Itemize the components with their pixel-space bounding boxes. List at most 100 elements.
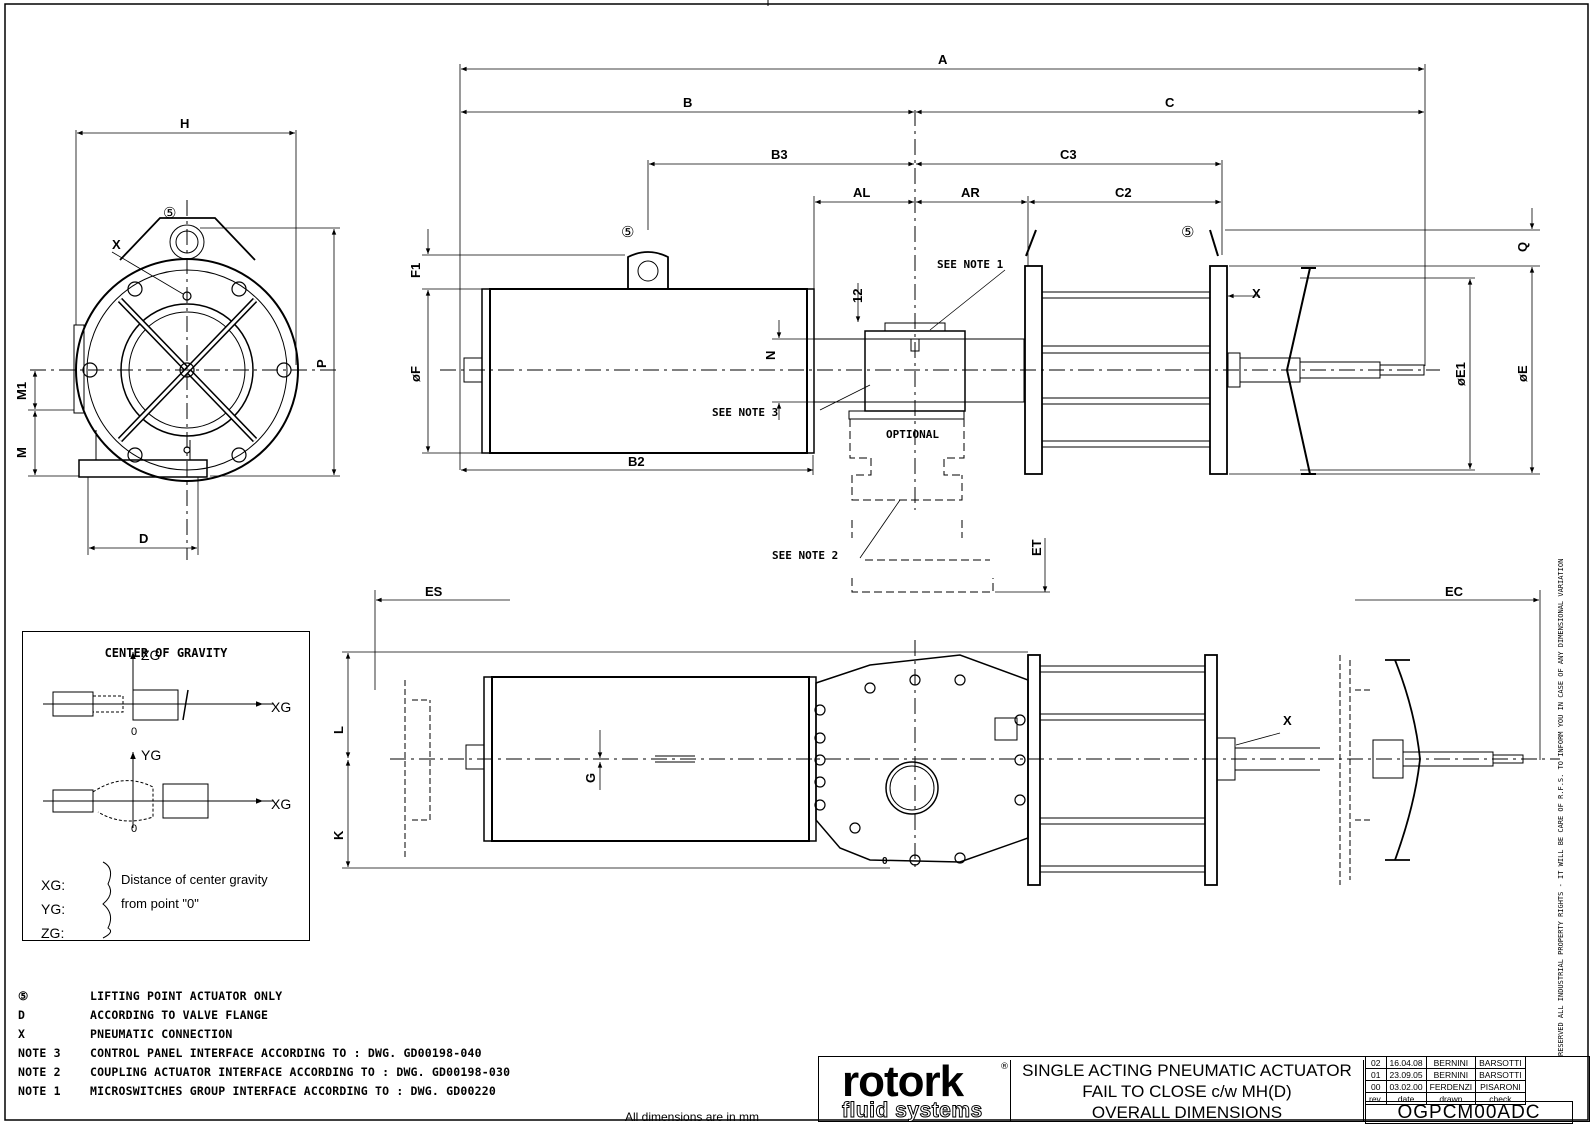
revision-row: 02 16.04.08 BERNINI BARSOTTI [1365,1056,1526,1069]
side-view [422,64,1540,593]
rev-cell: 01 [1365,1068,1387,1081]
logo-registered-mark: ® [1000,1062,1009,1072]
dim-e1: øE1 [1453,362,1468,386]
dim-al: AL [853,185,870,200]
title-line-3: OVERALL DIMENSIONS [1091,1103,1283,1122]
legend-text: MICROSWITCHES GROUP INTERFACE ACCORDING … [90,1084,497,1098]
lifting-point-icon: ⑤ [163,205,176,222]
dim-f1: F1 [408,263,423,278]
dim-h: H [180,116,189,131]
origin-point-label: 0 [882,856,888,867]
front-view [28,130,340,560]
sheet-border [4,3,1589,1121]
drawn-cell: BERNINI [1425,1056,1477,1069]
dim-x-front: X [112,237,121,252]
callout-note-3: SEE NOTE 3 [712,406,778,419]
dim-a: A [938,52,948,67]
xg-axis-label-1: XG [271,699,291,715]
center-of-gravity-diagram: ZG XG YG XG 0 0 XG: YG: ZG: [41,647,291,940]
check-cell: PISARONI [1475,1080,1526,1093]
dim-ec: EC [1445,584,1464,599]
legend-key: X [18,1027,26,1041]
lifting-point-icon: ⑤ [621,224,634,241]
dim-f: øF [408,366,423,382]
dim-c3: C3 [1060,147,1077,162]
legend-text: PNEUMATIC CONNECTION [90,1027,233,1041]
dim-es: ES [425,584,443,599]
dim-12: 12 [850,289,865,303]
zg-colon-label: ZG: [41,925,64,940]
dim-b3: B3 [771,147,788,162]
dim-d: D [139,531,148,546]
units-note: All dimensions are in mm [625,1110,760,1124]
dim-e: øE [1515,365,1530,382]
date-cell: 03.02.00 [1385,1080,1427,1093]
side-note-text: RESERVED ALL INDUSTRIAL PROPERTY RIGHTS … [1557,559,1565,1056]
dim-g: G [583,773,598,783]
dim-m: M [14,447,29,458]
legend-key: NOTE 1 [18,1084,61,1098]
legend-row: ⑤ LIFTING POINT ACTUATOR ONLY [18,989,510,1008]
legend-row: D ACCORDING TO VALVE FLANGE [18,1008,510,1027]
plan-view [342,590,1560,886]
dim-b2: B2 [628,454,645,469]
lifting-point-icon: ⑤ [1181,224,1194,241]
dim-m1: M1 [14,382,29,400]
dim-q: Q [1515,242,1530,252]
dim-l: L [331,726,346,734]
legend-key: NOTE 3 [18,1046,61,1060]
callout-note-2: SEE NOTE 2 [772,549,838,562]
optional-label: OPTIONAL [886,428,939,441]
origin-label-1: 0 [131,726,137,738]
legend-row: NOTE 1 MICROSWITCHES GROUP INTERFACE ACCO… [18,1084,510,1103]
cog-text-line-2: from point "0" [121,896,199,911]
title-line-2: FAIL TO CLOSE c/w MH(D) [1082,1082,1292,1101]
dim-c: C [1165,95,1175,110]
yg-colon-label: YG: [41,901,65,917]
legend-text: ACCORDING TO VALVE FLANGE [90,1008,269,1022]
revision-row: 01 23.09.05 BERNINI BARSOTTI [1365,1068,1526,1081]
callout-note-1: SEE NOTE 1 [937,258,1004,271]
drawn-cell: FERDENZI [1425,1080,1477,1093]
drawing-number: OGPCM00ADC [1365,1101,1573,1124]
legend: ⑤ LIFTING POINT ACTUATOR ONLY D ACCORDING … [18,989,510,1103]
check-cell: BARSOTTI [1475,1068,1526,1081]
dim-k: K [331,830,346,840]
legend-row: NOTE 3 CONTROL PANEL INTERFACE ACCORDING … [18,1046,510,1065]
dim-c2: C2 [1115,185,1132,200]
check-cell: BARSOTTI [1475,1056,1526,1069]
drawing-title: SINGLE ACTING PNEUMATIC ACTUATOR FAIL TO… [1010,1060,1364,1122]
center-of-gravity-description: Distance of center gravity from point "0… [121,868,268,916]
date-cell: 23.09.05 [1385,1068,1427,1081]
rev-cell: 00 [1365,1080,1387,1093]
zg-axis-label: ZG [141,647,160,663]
legend-row: X PNEUMATIC CONNECTION [18,1027,510,1046]
cog-text-line-1: Distance of center gravity [121,872,268,887]
dim-ar: AR [961,185,980,200]
legend-text: LIFTING POINT ACTUATOR ONLY [90,989,283,1003]
side-note: RESERVED ALL INDUSTRIAL PROPERTY RIGHTS … [1557,559,1565,1056]
rotork-logo: rotork fluid systems ® [834,1060,1010,1123]
legend-key: NOTE 2 [18,1065,61,1079]
dim-n: N [763,351,778,360]
legend-text: CONTROL PANEL INTERFACE ACCORDING TO : D… [90,1046,482,1060]
origin-label-2: 0 [131,823,137,835]
dim-x-side: X [1252,286,1261,301]
rev-cell: 02 [1365,1056,1387,1069]
legend-key: D [18,1008,26,1022]
xg-colon-label: XG: [41,877,65,893]
logo-line-2: fluid systems [842,1099,983,1122]
revision-row: 00 03.02.00 FERDENZI PISARONI [1365,1080,1526,1093]
xg-axis-label-2: XG [271,796,291,812]
title-line-1: SINGLE ACTING PNEUMATIC ACTUATOR [1022,1061,1352,1080]
yg-axis-label: YG [141,747,161,763]
dim-b: B [683,95,692,110]
date-cell: 16.04.08 [1385,1056,1427,1069]
revision-table: 02 16.04.08 BERNINI BARSOTTI 01 23.09.05… [1365,1056,1526,1105]
legend-key: ⑤ [18,989,29,1003]
drawn-cell: BERNINI [1425,1068,1477,1081]
center-of-gravity-box: CENTER OF GRAVITY ZG XG YG XG 0 0 XG: YG… [22,631,310,941]
dim-p: P [314,359,329,368]
